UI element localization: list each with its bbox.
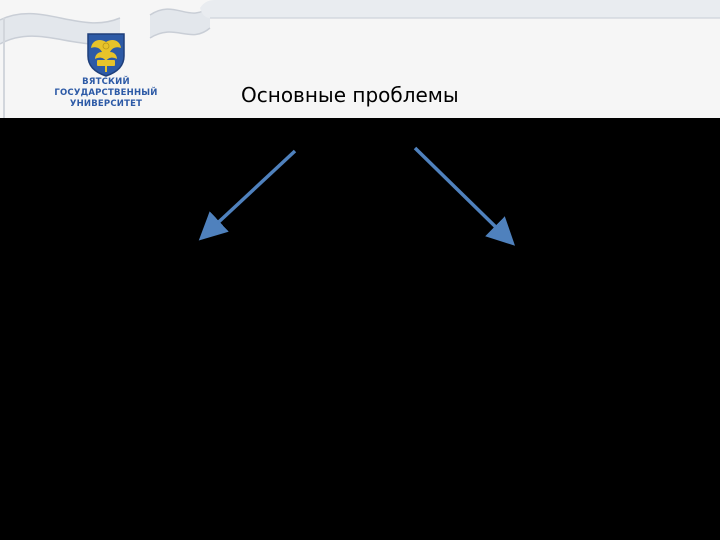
- arrow-down-right-icon: [413, 146, 516, 246]
- slide-header: ВЯТСКИЙ ГОСУДАРСТВЕННЫЙ УНИВЕРСИТЕТ Осно…: [0, 0, 720, 118]
- university-logo: ВЯТСКИЙ ГОСУДАРСТВЕННЫЙ УНИВЕРСИТЕТ: [0, 0, 205, 118]
- university-eagle-emblem-icon: [87, 33, 125, 77]
- university-name: ВЯТСКИЙ ГОСУДАРСТВЕННЫЙ УНИВЕРСИТЕТ: [40, 77, 172, 110]
- university-name-line-1: ВЯТСКИЙ: [82, 77, 130, 87]
- arrow-down-left-icon: [198, 149, 297, 241]
- university-name-line-3: УНИВЕРСИТЕТ: [69, 99, 143, 109]
- university-name-line-2: ГОСУДАРСТВЕННЫЙ: [54, 88, 158, 98]
- ribbon-decoration: [0, 0, 720, 118]
- slide-title: Основные проблемы: [241, 83, 459, 107]
